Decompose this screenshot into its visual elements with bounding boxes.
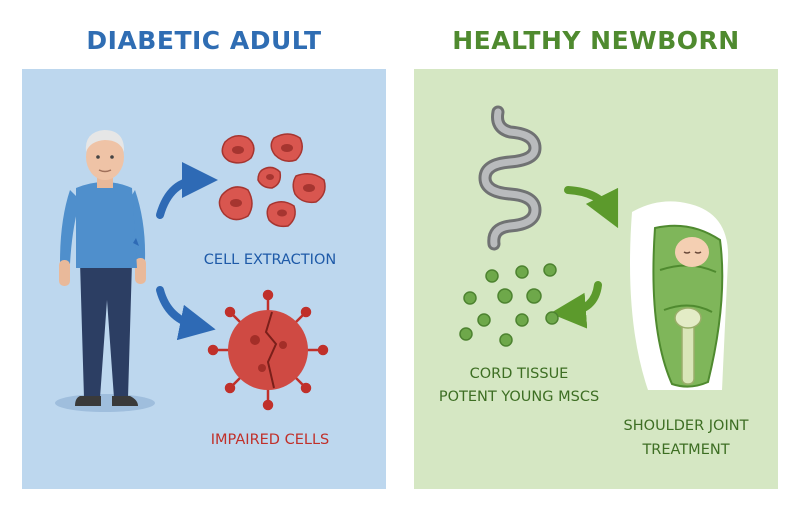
young-mscs-cells [459, 263, 559, 347]
newborn-figure [630, 201, 729, 390]
diabetic-adult-title: DIABETIC ADULT [86, 26, 322, 55]
arrow-to-impaired-cells [156, 286, 216, 341]
cord-tissue-label: CORD TISSUE [469, 366, 569, 382]
arrow-to-cell-extraction [156, 162, 218, 219]
impaired-cell-body [228, 310, 308, 390]
shoulder-joint-label: SHOULDER JOINT [623, 418, 749, 434]
arrow-to-newborn [564, 186, 619, 229]
treatment-label: TREATMENT [642, 442, 730, 458]
arrow-to-mscs [550, 281, 602, 329]
healthy-newborn-title: HEALTHY NEWBORN [452, 26, 740, 55]
extracted-cells-cluster [218, 133, 326, 228]
impaired-cells-label: IMPAIRED CELLS [210, 432, 330, 448]
umbilical-cord-icon [478, 105, 542, 251]
elderly-man-figure [55, 130, 155, 412]
potent-young-mscs-label: POTENT YOUNG MSCS [438, 389, 600, 405]
cell-extraction-label: CELL EXTRACTION [203, 252, 337, 268]
